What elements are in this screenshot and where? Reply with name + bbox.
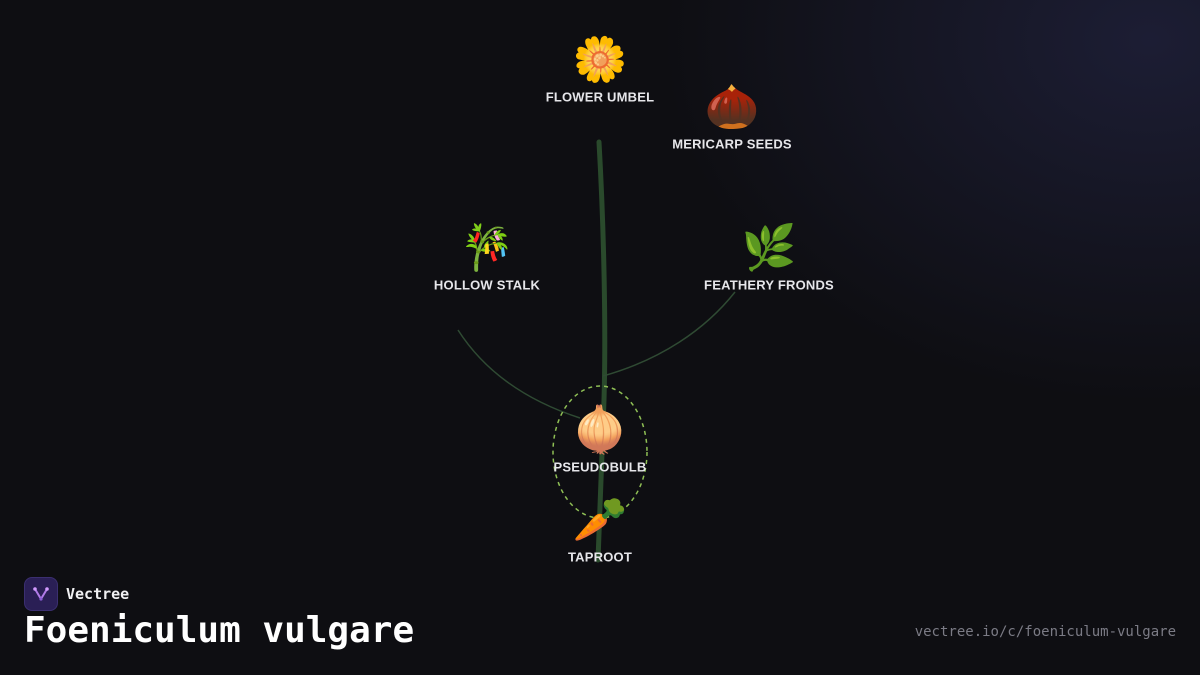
node-pseudobulb[interactable]: 🧅 PSEUDOBULB [553,404,647,475]
brand-name: Vectree [66,585,130,603]
node-label: FLOWER UMBEL [545,89,655,105]
herb-icon: 🌿 [741,222,797,274]
branch-hollow-stalk [457,329,581,419]
onion-icon: 🧅 [572,404,628,456]
node-label: FEATHERY FRONDS [704,277,834,293]
page-title: Foeniculum vulgare [24,610,415,651]
brand[interactable]: Vectree [24,577,129,611]
branch-feathery-fronds [602,291,736,377]
node-label: MERICARP SEEDS [672,136,792,152]
main-stem [595,139,608,563]
carrot-icon: 🥕 [572,494,628,546]
stalk-icon: 🎋 [459,222,515,274]
page-url[interactable]: vectree.io/c/foeniculum-vulgare [914,624,1176,640]
node-mericarp-seeds[interactable]: 🌰 MERICARP SEEDS [672,81,792,152]
node-hollow-stalk[interactable]: 🎋 HOLLOW STALK [433,222,541,293]
node-label: HOLLOW STALK [433,277,541,293]
node-label: TAPROOT [568,549,632,565]
flower-icon: 🌼 [572,34,628,86]
seed-icon: 🌰 [704,81,760,133]
pseudobulb-highlight-ring [552,385,648,519]
vectree-logo-icon [24,577,58,611]
node-taproot[interactable]: 🥕 TAPROOT [568,494,632,565]
node-feathery-fronds[interactable]: 🌿 FEATHERY FRONDS [704,222,834,293]
node-flower-umbel[interactable]: 🌼 FLOWER UMBEL [545,34,655,105]
node-label: PSEUDOBULB [553,459,647,475]
